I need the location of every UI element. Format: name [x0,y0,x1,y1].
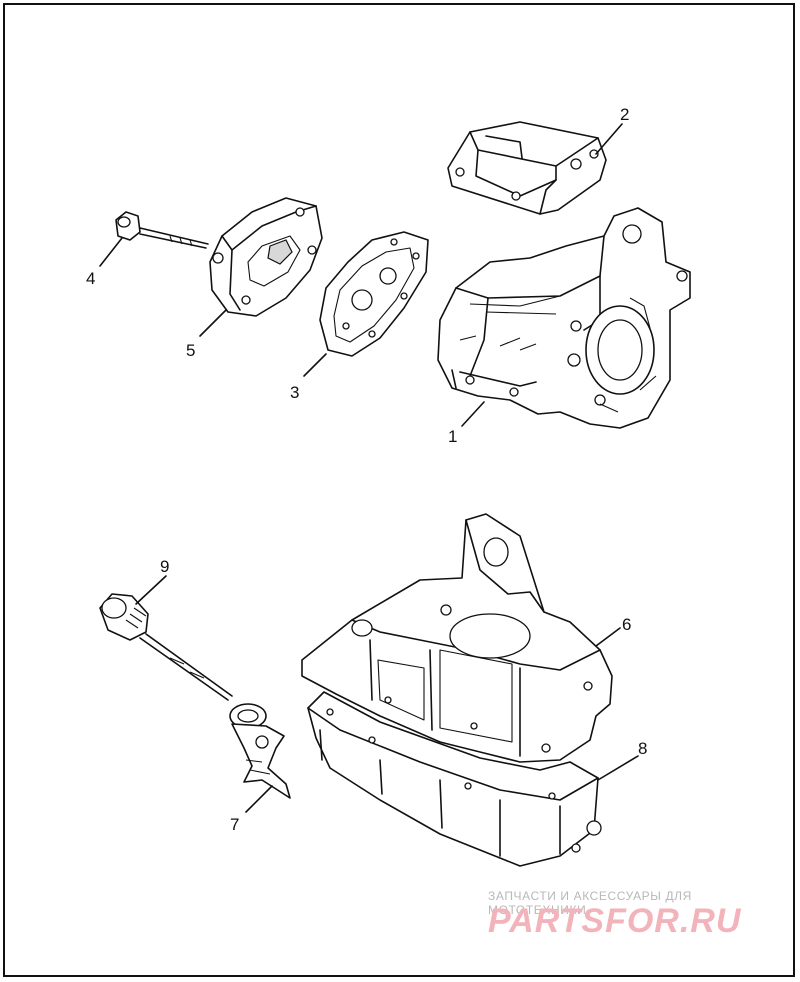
callout-9: 9 [135,557,169,605]
callout-4: 4 [86,237,123,288]
part-6-lower-housing [301,513,613,763]
svg-text:4: 4 [86,269,95,288]
watermark-tagline: ЗАПЧАСТИ И АКСЕССУАРЫ ДЛЯ МОТОТЕХНИКИ [488,889,692,917]
diagram-border [3,3,795,977]
svg-text:9: 9 [160,557,169,576]
svg-text:6: 6 [622,615,631,634]
part-5-side-cover [209,197,323,317]
svg-text:8: 8 [638,739,647,758]
part-4-plug [115,211,209,249]
svg-text:7: 7 [230,815,239,834]
part-7-fork [229,703,291,799]
part-3-gasket [319,231,429,357]
watermark-logo: PARTSFOR.RU [488,902,742,940]
part-1-housing [437,207,691,429]
callout-1: 1 [448,401,485,446]
callout-6: 6 [595,615,631,647]
callout-8: 8 [597,739,647,781]
svg-text:2: 2 [620,105,629,124]
callout-5: 5 [186,309,227,360]
part-8-oil-pan [307,691,602,867]
callout-3: 3 [290,353,327,402]
callout-7: 7 [230,785,273,834]
svg-text:1: 1 [448,427,457,446]
callout-2: 2 [595,105,629,155]
svg-text:5: 5 [186,341,195,360]
part-2-top-cover [447,121,607,215]
svg-text:3: 3 [290,383,299,402]
part-9-dipstick [99,593,233,701]
